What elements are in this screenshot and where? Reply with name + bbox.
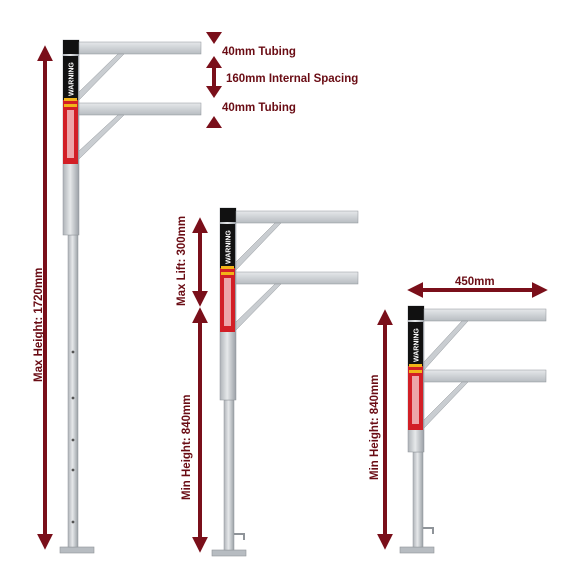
adjust-hole — [71, 438, 75, 442]
stand-max-lift: WARNING — [211, 207, 359, 557]
base-plate — [399, 546, 435, 554]
hazard-stripes — [221, 266, 234, 275]
base-plate — [211, 549, 247, 557]
sticker-text-strip — [67, 110, 74, 158]
tubing-top-label: 40mm Tubing — [222, 46, 296, 58]
upper-brace — [423, 320, 469, 371]
sticker-text-strip — [224, 278, 231, 326]
lower-arm — [78, 102, 202, 116]
upper-brace — [235, 222, 282, 271]
stand-max-height: WARNING — [59, 39, 202, 554]
inner-pole — [223, 399, 235, 551]
warning-sticker: WARNING — [408, 322, 423, 430]
lower-arm — [423, 369, 547, 383]
lower-brace — [78, 114, 125, 160]
adjust-hole — [71, 520, 75, 524]
arm-length-label: 450mm — [455, 276, 495, 288]
down-triangle-icon — [206, 32, 222, 44]
min-height-middle-label: Min Height: 840mm — [181, 395, 193, 500]
adjust-hole — [71, 396, 75, 400]
warning-sticker: WARNING — [220, 224, 235, 332]
sticker-text-strip — [412, 376, 419, 424]
spacing-arrow-shaft — [212, 68, 216, 88]
upper-arm — [423, 308, 547, 322]
lower-arm — [235, 271, 359, 285]
internal-spacing-label: 160mm Internal Spacing — [226, 73, 358, 85]
top-cap — [408, 306, 424, 320]
hazard-stripes — [409, 364, 422, 373]
min-height-right-label: Min Height: 840mm — [369, 375, 381, 480]
top-cap — [63, 40, 79, 54]
stand-min-height: WARNING — [399, 305, 547, 554]
lower-brace — [423, 381, 469, 429]
inner-pole — [67, 234, 79, 548]
upper-brace — [78, 53, 125, 101]
up-triangle-icon — [206, 116, 222, 128]
upper-arm — [78, 41, 202, 55]
hazard-stripes — [64, 98, 77, 107]
up-triangle-icon — [206, 56, 222, 68]
adjust-hole — [71, 350, 75, 354]
warning-sticker: WARNING — [63, 56, 78, 164]
locking-pin — [423, 527, 434, 534]
dimension-arrows — [37, 45, 548, 553]
down-triangle-icon — [206, 86, 222, 98]
locking-pin — [234, 533, 245, 540]
tubing-callout-markers — [206, 32, 222, 128]
inner-pole — [412, 451, 424, 548]
warning-text: WARNING — [69, 62, 76, 96]
warning-text: WARNING — [414, 328, 421, 362]
base-plate — [59, 546, 95, 554]
warning-text: WARNING — [226, 230, 233, 264]
max-lift-label: Max Lift: 300mm — [176, 216, 188, 306]
adjust-hole — [71, 468, 75, 472]
tubing-bottom-label: 40mm Tubing — [222, 102, 296, 114]
lower-brace — [235, 283, 282, 331]
max-height-label: Max Height: 1720mm — [33, 268, 45, 382]
upper-arm — [235, 210, 359, 224]
top-cap — [220, 208, 236, 222]
